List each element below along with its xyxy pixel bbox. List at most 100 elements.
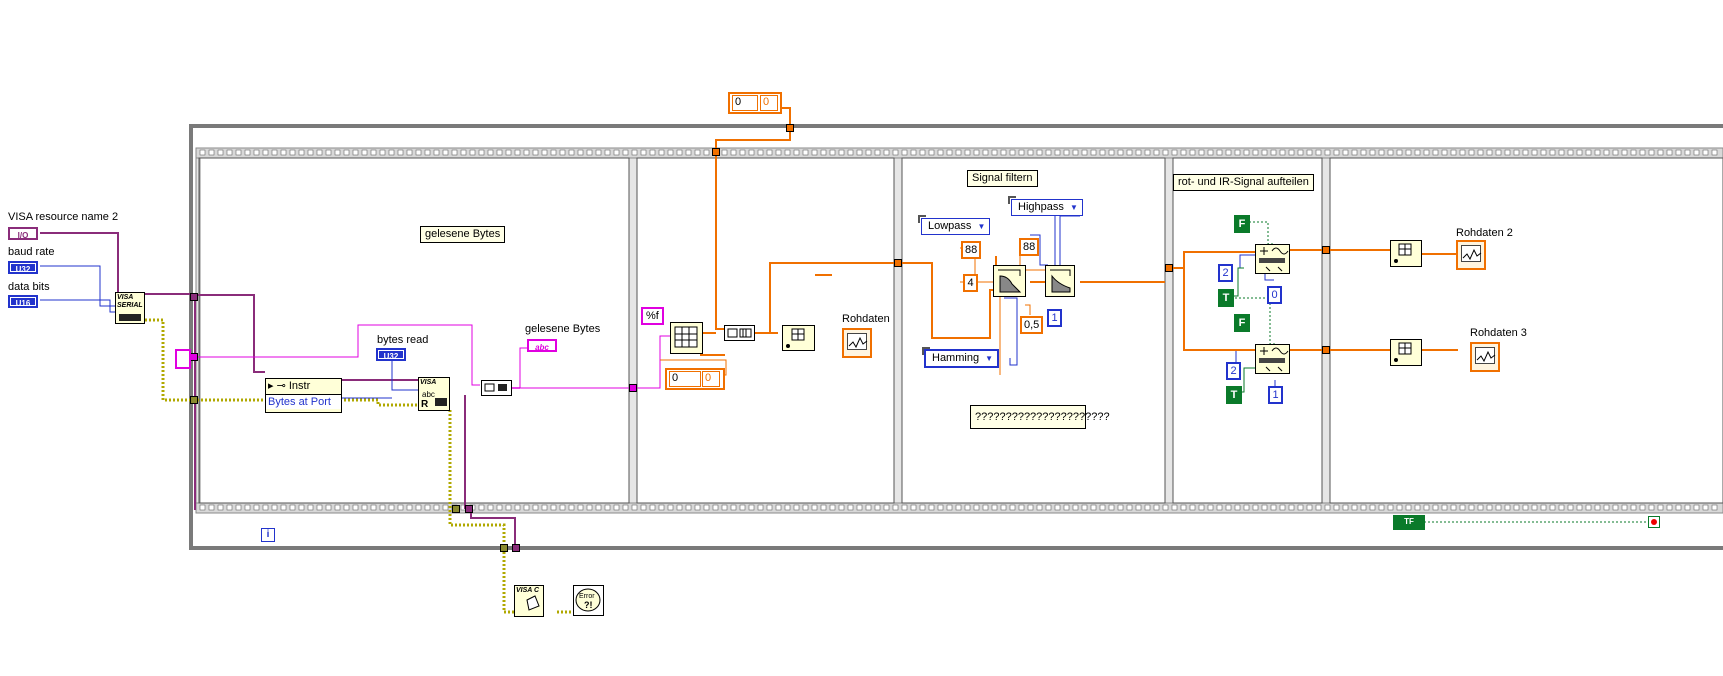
top-array-index[interactable]: 0 [732, 95, 758, 111]
window-ring[interactable]: Hamming [922, 347, 1000, 368]
film-hole [1693, 149, 1700, 156]
bytes-read-terminal[interactable]: U32 [376, 348, 406, 361]
lower-bool-t[interactable]: T [1226, 386, 1242, 404]
string-concatenate-node[interactable] [481, 380, 512, 396]
frame-dividers [195, 157, 1331, 504]
film-hole [1288, 504, 1295, 511]
film-hole [1252, 149, 1259, 156]
top-array-element[interactable]: 0 [760, 95, 778, 111]
film-hole [523, 504, 530, 511]
format-string-constant[interactable]: %f [641, 307, 664, 325]
film-hole [892, 504, 899, 511]
stop-bool-control[interactable]: TF [1393, 515, 1425, 530]
film-hole [802, 149, 809, 156]
highpass-text: Highpass [1018, 201, 1064, 213]
film-hole [820, 504, 827, 511]
film-hole [541, 149, 548, 156]
lower-bool-f[interactable]: F [1234, 314, 1250, 332]
visa-resource-terminal[interactable]: I/O [8, 227, 38, 240]
iteration-terminal[interactable]: i [261, 528, 275, 542]
rohdaten-3-graph[interactable] [1470, 342, 1500, 372]
film-hole [1162, 149, 1169, 156]
visa-configure-serial-node[interactable]: VISA SERIAL [115, 292, 145, 324]
film-hole [1207, 504, 1214, 511]
spreadsheet-string-to-array-node[interactable] [670, 322, 703, 354]
upper-index-0[interactable]: 0 [1267, 286, 1282, 304]
film-hole [874, 149, 881, 156]
film-hole [1378, 149, 1385, 156]
lowpass-ring[interactable]: Lowpass [918, 215, 991, 235]
lower-num-2[interactable]: 2 [1226, 362, 1241, 380]
transpose-node-2[interactable] [1390, 240, 1422, 267]
visa-loop-tunnel [512, 544, 520, 552]
film-hole [361, 504, 368, 511]
film-hole [226, 149, 233, 156]
upper-bool-f[interactable]: F [1234, 215, 1250, 233]
film-hole [901, 149, 908, 156]
const-1[interactable]: 1 [1047, 309, 1062, 327]
film-hole [343, 504, 350, 511]
film-hole [793, 504, 800, 511]
upper-bool-t[interactable]: T [1218, 289, 1234, 307]
transpose-array-node[interactable] [782, 325, 815, 351]
highpass-ring[interactable]: Highpass [1008, 196, 1083, 216]
serial-connector-icon [119, 314, 141, 321]
data-bits-terminal[interactable]: U16 [8, 295, 38, 308]
top-array-constant[interactable]: 0 0 [728, 92, 782, 114]
film-hole [442, 149, 449, 156]
film-hole [838, 149, 845, 156]
baud-rate-terminal[interactable]: U32 [8, 261, 38, 274]
upper-num-2[interactable]: 2 [1218, 264, 1233, 282]
film-hole [874, 504, 881, 511]
film-hole [685, 149, 692, 156]
film-hole [703, 149, 710, 156]
film-hole [1063, 149, 1070, 156]
rohdaten-2-graph[interactable] [1456, 240, 1486, 270]
film-hole [1396, 504, 1403, 511]
lowpass-cutoff-constant[interactable]: 88 [961, 241, 982, 259]
lowpass-filter-node[interactable] [993, 265, 1026, 297]
film-hole [982, 504, 989, 511]
highpass-cutoff-constant[interactable]: 88 [1019, 238, 1040, 256]
highpass-filter-node[interactable] [1045, 265, 1075, 297]
string-constant[interactable] [175, 349, 191, 369]
simple-error-handler-node[interactable]: Error ?! [573, 585, 604, 616]
film-hole [532, 504, 539, 511]
order-constant[interactable]: 4 [963, 274, 978, 292]
transpose-node-3[interactable] [1390, 339, 1422, 366]
lower-decimate-node[interactable] [1255, 344, 1290, 374]
dbl-seq-tunnel-3 [1165, 264, 1173, 272]
frame2-array-constant[interactable]: 0 0 [665, 368, 725, 390]
rohdaten-graph[interactable] [842, 328, 872, 358]
film-hole [442, 504, 449, 511]
film-hole [1432, 504, 1439, 511]
film-hole [919, 149, 926, 156]
frame2-array-index[interactable]: 0 [669, 371, 701, 387]
film-hole [1135, 504, 1142, 511]
lower-index-1[interactable]: 1 [1268, 386, 1283, 404]
film-hole [721, 504, 728, 511]
property-node[interactable]: ▸ ⊸ Instr Bytes at Port [265, 378, 342, 413]
visa-read-node[interactable]: VISA abc R [418, 377, 450, 411]
build-array-node[interactable] [724, 325, 755, 341]
film-hole [1486, 149, 1493, 156]
film-hole [1621, 504, 1628, 511]
upper-decimate-node[interactable] [1255, 244, 1290, 274]
film-hole [1288, 149, 1295, 156]
film-hole [595, 149, 602, 156]
film-hole [1549, 149, 1556, 156]
film-hole [1297, 504, 1304, 511]
stop-condition-icon[interactable] [1648, 516, 1660, 528]
film-hole [1126, 504, 1133, 511]
frame2-array-element[interactable]: 0 [702, 371, 720, 387]
film-hole [1657, 504, 1664, 511]
const-05[interactable]: 0,5 [1020, 316, 1044, 334]
dbl-seq-tunnel-2 [894, 259, 902, 267]
film-hole [487, 149, 494, 156]
film-hole [946, 149, 953, 156]
property-class-text: Instr [288, 380, 311, 392]
property-bytes-at-port[interactable]: Bytes at Port [266, 394, 341, 409]
film-hole [1441, 504, 1448, 511]
gelesene-bytes-indicator[interactable]: abc [527, 339, 557, 352]
visa-close-node[interactable]: VISA C [514, 585, 544, 617]
